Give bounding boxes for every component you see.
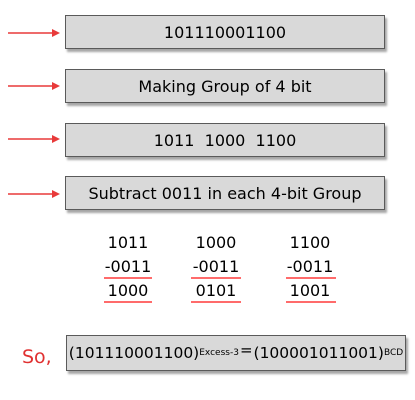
difference: 1000 [107, 281, 149, 300]
step-text: Making Group of 4 bit [138, 76, 312, 96]
subtraction-column: 1011 -0011 1000 [98, 232, 158, 304]
minuend: 1011 [107, 233, 149, 252]
arrow-icon [8, 82, 60, 90]
difference: 0101 [195, 281, 237, 300]
step-box-grouping: Making Group of 4 bit [65, 69, 385, 103]
excess3-subscript: Excess-3 [199, 348, 239, 358]
subtraction-column: 1000 -0011 0101 [186, 232, 246, 304]
step-box-binary: 101110001100 [65, 15, 385, 49]
result-line [191, 277, 241, 279]
arrow-icon [8, 190, 60, 198]
result-line [286, 277, 336, 279]
arrow-icon [8, 29, 60, 37]
equals-sign: = [239, 341, 253, 359]
bcd-value: (100001011001) [253, 344, 384, 362]
subtrahend: -0011 [192, 257, 240, 276]
subtrahend: -0011 [104, 257, 152, 276]
difference: 1001 [289, 281, 331, 300]
step-text: 101110001100 [163, 22, 287, 42]
result-underline [104, 301, 152, 303]
subtrahend: -0011 [286, 257, 334, 276]
minuend: 1100 [289, 233, 331, 252]
step-text: Subtract 0011 in each 4-bit Group [88, 183, 362, 203]
result-line [104, 277, 152, 279]
result-underline [191, 301, 241, 303]
step-box-groups: 1011 1000 1100 [65, 123, 385, 157]
subtraction-column: 1100 -0011 1001 [280, 232, 340, 304]
arrow-icon [8, 135, 60, 143]
minuend: 1000 [195, 233, 237, 252]
bcd-subscript: BCD [383, 348, 404, 358]
result-underline [286, 301, 336, 303]
so-label: So, [22, 346, 52, 368]
step-box-subtract: Subtract 0011 in each 4-bit Group [65, 176, 385, 210]
step-text: 1011 1000 1100 [153, 130, 297, 150]
excess3-value: (101110001100) [68, 344, 200, 362]
result-box: (101110001100)Excess-3=(100001011001)BCD [66, 335, 406, 371]
